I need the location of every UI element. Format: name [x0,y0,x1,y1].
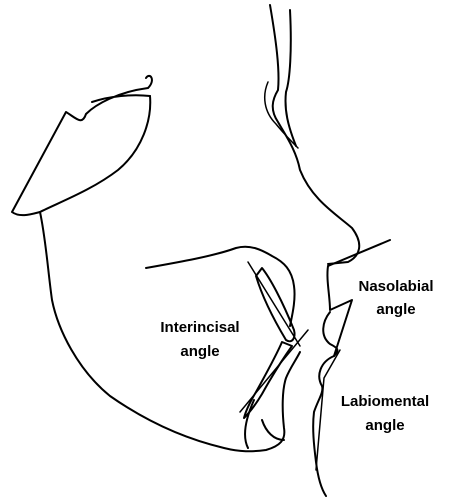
labiomental-label-line1: Labiomental [341,393,429,410]
nasolabial-label-line2: angle [376,301,415,318]
nasolabial-label-line1: Nasolabial [358,278,433,295]
labiomental-label-line2: angle [365,417,404,434]
interincisal-label-line2: angle [180,343,219,360]
interincisal-label-line1: Interincisal [160,319,239,336]
